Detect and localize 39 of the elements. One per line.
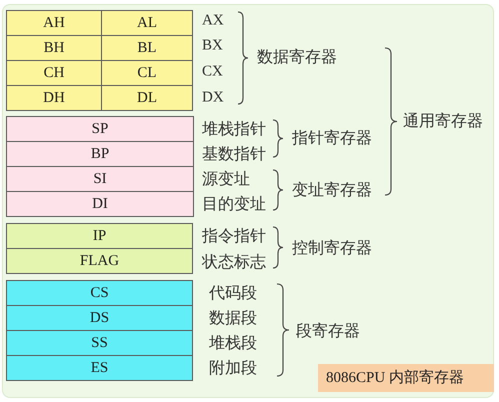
register-cell: SP <box>6 116 194 142</box>
register-cell: SI <box>6 166 194 192</box>
register-label: DX <box>202 90 224 106</box>
description-label: 数据段 <box>209 310 257 326</box>
description-label: 指令指针 <box>202 228 266 244</box>
description-label: 目的变址 <box>202 196 266 212</box>
group-label: 控制寄存器 <box>292 240 372 256</box>
register-cell: DS <box>6 305 193 331</box>
description-label: 代码段 <box>209 285 257 301</box>
description-label: 状态标志 <box>202 254 266 270</box>
register-cell: CS <box>6 280 193 306</box>
group-label: 数据寄存器 <box>257 49 337 65</box>
register-cell: SS <box>6 330 193 356</box>
register-cell: ES <box>6 355 193 381</box>
register-cell: DI <box>6 191 194 217</box>
caption-box: 8086CPU 内部寄存器 <box>318 364 494 392</box>
register-cell: AL <box>101 10 193 36</box>
register-cell: AH <box>6 10 102 36</box>
group-label: 变址寄存器 <box>292 182 372 198</box>
register-cell: CH <box>6 60 102 86</box>
register-label: CX <box>202 64 223 80</box>
group-label: 通用寄存器 <box>403 113 483 129</box>
register-cell: DH <box>6 85 102 111</box>
register-cell: BH <box>6 35 102 61</box>
register-cell: BP <box>6 141 194 167</box>
register-cell: BL <box>101 35 193 61</box>
description-label: 源变址 <box>202 171 250 187</box>
description-label: 基数指针 <box>202 146 266 162</box>
description-label: 附加段 <box>209 360 257 376</box>
register-cell: CL <box>101 60 193 86</box>
register-label: AX <box>202 14 224 28</box>
register-label: BX <box>202 38 223 54</box>
register-cell: IP <box>6 223 193 249</box>
group-label: 指针寄存器 <box>292 130 372 146</box>
description-label: 堆栈段 <box>209 335 257 351</box>
description-label: 堆栈指针 <box>202 121 266 137</box>
group-label: 段寄存器 <box>296 323 360 339</box>
register-cell: FLAG <box>6 248 193 274</box>
register-cell: DL <box>101 85 193 111</box>
